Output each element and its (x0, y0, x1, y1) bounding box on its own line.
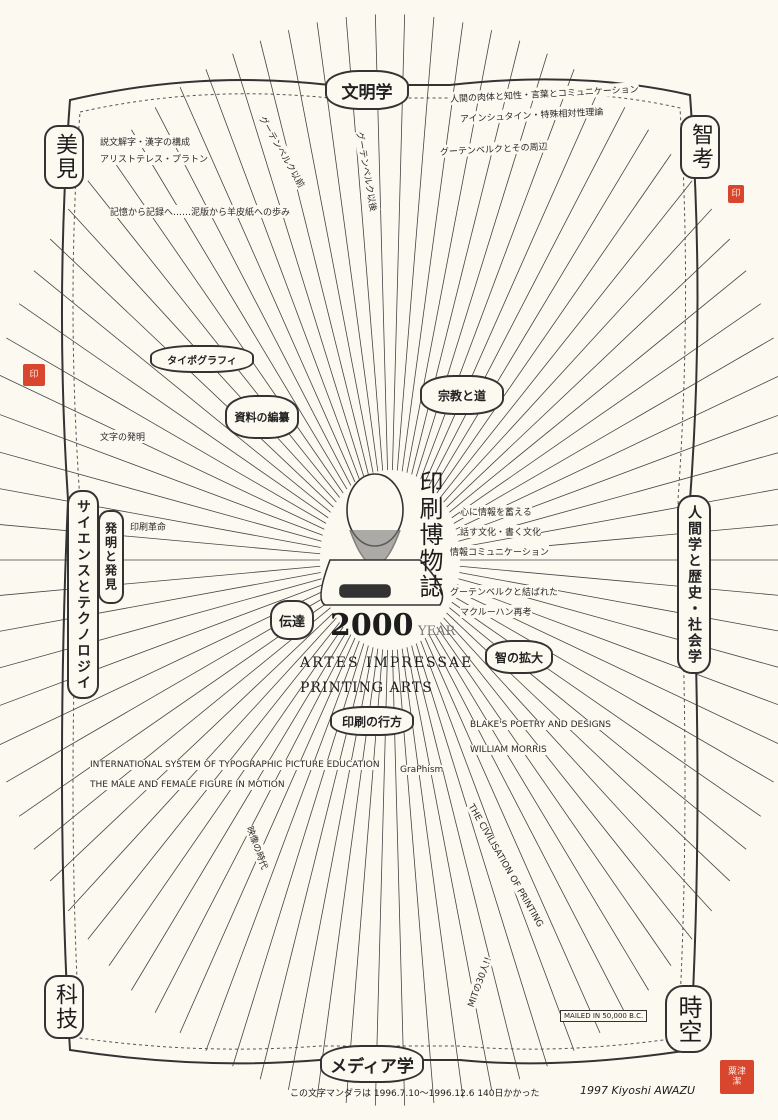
ray-line (424, 86, 601, 483)
sage-figure (320, 473, 444, 606)
ray-line (446, 238, 731, 508)
ray-line (459, 572, 778, 632)
ray-line (440, 622, 693, 940)
text-item: 説文解字・漢字の構成 (100, 135, 191, 148)
ray-line (18, 303, 329, 519)
text-item: グーテンベルクと結ばれた (450, 585, 559, 598)
ray-line (432, 630, 649, 991)
ray-line (205, 69, 360, 480)
ray-line (232, 53, 365, 477)
ray-line (0, 375, 325, 530)
ray-line (453, 337, 774, 524)
text-item: 記憶から記録へ……泥版から羊皮紙への歩み (110, 205, 291, 218)
ray-line (0, 524, 321, 555)
ray-line (18, 601, 329, 817)
ray-line (0, 584, 323, 706)
ray-line (87, 180, 340, 498)
text-item: THE MALE AND FEMALE FIGURE IN MOTION (90, 780, 285, 790)
ray-line (205, 640, 360, 1051)
ray-line (411, 645, 521, 1080)
year-word: YEAR (418, 624, 456, 639)
ray-line (179, 86, 356, 483)
ray-line (424, 637, 601, 1034)
ray-line (0, 414, 323, 536)
text-item: BLAKE'S POETRY AND DESIGNS (470, 720, 612, 730)
ray-line (259, 40, 369, 475)
ray-line (33, 607, 331, 850)
seal-left: 印 (23, 364, 45, 386)
bubble-0: 伝達 (270, 600, 314, 640)
ray-line (436, 154, 672, 494)
ray-line (0, 565, 321, 596)
ray-line (428, 107, 626, 486)
footer-note: この文字マンダラは 1996.7.10〜1996.12.6 140日かかった (290, 1089, 540, 1099)
section-left-sub-label: 発明と発見 (98, 510, 124, 604)
bubble-3: 宗教と道 (420, 375, 504, 415)
ray-line (406, 647, 493, 1090)
ray-line (453, 596, 774, 783)
ray-line (33, 270, 331, 513)
section-left-label: サイエンスとテクノロジイ (67, 490, 99, 699)
mailed-stamp: MAILED IN 50,000 B.C. (560, 1010, 648, 1022)
bubble-2: 印刷の行方 (330, 706, 414, 736)
ray-line (154, 107, 352, 486)
signature: 1997 Kiyoshi AWAZU (580, 1084, 696, 1097)
text-item: 話す文化・書く文化 (460, 525, 542, 538)
ray-line (154, 634, 352, 1013)
ray-line (0, 488, 321, 548)
text-item: 文字の発明 (100, 430, 146, 443)
ray-line (440, 180, 693, 498)
text-item: アリストテレス・プラトン (100, 152, 209, 165)
seal-right: 印 (728, 185, 744, 203)
year-number: 2000 (330, 608, 414, 643)
ray-line (443, 617, 713, 912)
bubble-1: 智の拡大 (485, 640, 553, 674)
ray-line (432, 129, 649, 490)
ray-line (49, 612, 334, 882)
text-item: WILLIAM MORRIS (470, 745, 547, 755)
ray-line (428, 634, 626, 1013)
ray-line (451, 303, 762, 519)
ray-line (0, 590, 325, 745)
text-item: 印刷革命 (130, 520, 167, 533)
text-item: 心に情報を蓄える (460, 505, 532, 518)
latin-title: ARTES IMPRESSAE (300, 655, 474, 671)
ray-line (232, 643, 365, 1067)
main-title: 印刷博物誌 (415, 470, 443, 600)
ray-line (451, 601, 762, 817)
ray-line (49, 238, 334, 508)
corner-bottom-left-label: 科技 (44, 975, 84, 1039)
ray-line (443, 208, 713, 503)
text-item: GraPhism (400, 765, 444, 775)
bubble-4: 資料の編纂 (225, 395, 299, 439)
ray-line (0, 451, 322, 542)
ray-line (436, 626, 672, 966)
ray-line (455, 375, 778, 530)
ray-line (0, 578, 322, 669)
ray-line (108, 626, 344, 966)
section-top-label: 文明学 (325, 70, 409, 110)
corner-top-right-label: 智考 (680, 115, 720, 179)
text-item: 情報コミュニケーション (450, 545, 549, 558)
bubble-5: タイポグラフィ (150, 345, 254, 373)
artist-seal: 粟津潔 (720, 1060, 754, 1094)
ray-line (396, 16, 435, 471)
ray-line (459, 565, 778, 596)
ray-line (131, 129, 348, 490)
ray-line (179, 637, 356, 1034)
english-title: PRINTING ARTS (300, 680, 433, 696)
text-item: マクルーハン再考 (460, 605, 532, 618)
ray-line (415, 643, 548, 1067)
ray-line (0, 572, 321, 632)
section-right-label: 人間学と歴史・社会学 (677, 495, 711, 674)
corner-top-left-label: 美見 (44, 125, 84, 189)
section-bottom-label: メディア学 (320, 1045, 424, 1083)
ray-line (131, 630, 348, 991)
corner-bottom-right-label: 時空 (665, 985, 712, 1053)
text-item: INTERNATIONAL SYSTEM OF TYPOGRAPHIC PICT… (90, 760, 380, 770)
ray-line (287, 30, 374, 473)
ray-line (6, 337, 327, 524)
